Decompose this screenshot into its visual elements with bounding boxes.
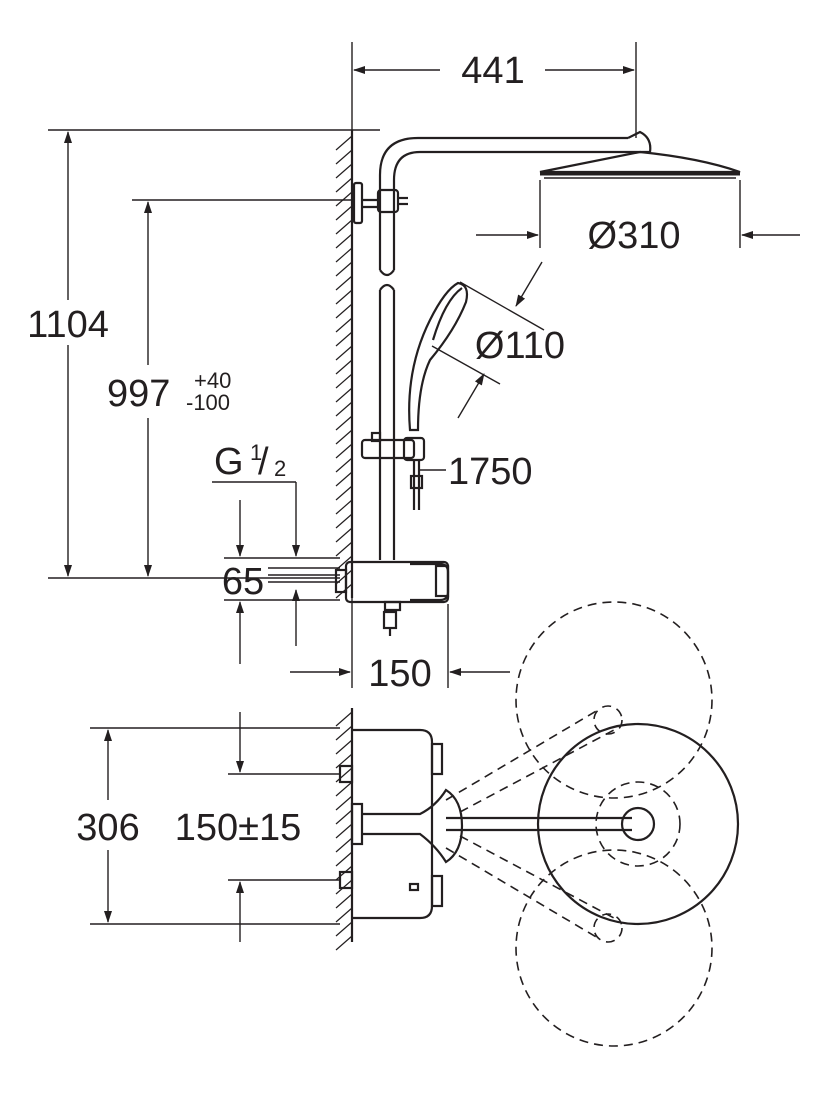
- wall-hatch-line: [335, 303, 353, 319]
- wall-hatch-line: [335, 893, 353, 909]
- thread-g-label: G: [214, 441, 244, 483]
- dim-150-15-label: 150±15: [175, 807, 302, 849]
- dim-997-label: 997: [107, 373, 170, 415]
- wall-hatch-line: [335, 767, 353, 783]
- thread-den: 2: [274, 456, 286, 481]
- dim-1104-label: 1104: [27, 304, 109, 346]
- dimension-997: 997 +40 -100: [107, 199, 352, 577]
- wall-hatch-line: [335, 739, 353, 755]
- wall-hatch-line: [335, 289, 353, 305]
- dim-110-label: Ø110: [475, 325, 565, 367]
- wall-hatch-line: [335, 415, 353, 431]
- wall-hatch-line: [335, 401, 353, 417]
- wall-plan: [335, 708, 354, 951]
- dimension-1104: 1104: [27, 129, 380, 579]
- wall-hatch-line: [335, 907, 353, 923]
- dim-306-label: 306: [76, 807, 139, 849]
- wall-hatch-line: [335, 233, 353, 249]
- dimension-1750: 1750: [420, 451, 533, 493]
- wall-elevation: [335, 130, 354, 599]
- dimension-441: 441: [351, 42, 637, 138]
- arm-plan: [446, 722, 740, 926]
- hand-shower: [408, 281, 469, 510]
- wall-hatch-line: [335, 921, 353, 937]
- wall-hatch-line: [335, 177, 353, 193]
- dim-997-tol-minus: -100: [186, 390, 230, 415]
- wall-hatch-line: [335, 135, 353, 151]
- wall-hatch-line: [335, 541, 353, 557]
- wall-hatch-line: [335, 191, 353, 207]
- wall-hatch-line: [335, 809, 353, 825]
- wall-hatch-line: [335, 275, 353, 291]
- wall-hatch-line: [335, 331, 353, 347]
- dimension-150-elevation: 150: [290, 598, 510, 695]
- wall-hatch-line: [335, 219, 353, 235]
- wall-hatch-line: [335, 471, 353, 487]
- wall-hatch-line: [335, 725, 353, 741]
- thermostat-elevation: [334, 560, 450, 636]
- wall-hatch-line: [335, 851, 353, 867]
- wall-hatch-line: [335, 753, 353, 769]
- wall-hatch-line: [335, 205, 353, 221]
- wall-hatch-line: [335, 457, 353, 473]
- wall-hatch-line: [335, 711, 353, 727]
- wall-hatch-line: [335, 387, 353, 403]
- wall-hatch-line: [335, 149, 353, 165]
- wall-hatch-line: [335, 443, 353, 459]
- dim-150-label: 150: [368, 653, 431, 695]
- dimension-65: 65: [222, 500, 340, 664]
- thread-num: 1: [250, 440, 262, 465]
- wall-hatch-line: [335, 837, 353, 853]
- dim-65-label: 65: [222, 561, 264, 603]
- dimension-306: 306: [76, 727, 340, 925]
- wall-hatch-line: [335, 485, 353, 501]
- dim-441-label: 441: [461, 50, 524, 92]
- wall-hatch-line: [335, 373, 353, 389]
- swivel-range: [445, 601, 713, 1047]
- dim-310-label: Ø310: [588, 215, 681, 257]
- wall-hatch-line: [335, 345, 353, 361]
- dimension-150-15: 150±15: [175, 712, 340, 942]
- wall-hatch-line: [335, 513, 353, 529]
- thermostat-plan: [338, 728, 464, 920]
- wall-hatch-line: [335, 359, 353, 375]
- wall-hatch-line: [335, 429, 353, 445]
- dimension-thread: G 1 / 2: [212, 440, 300, 557]
- wall-hatch-line: [335, 261, 353, 277]
- dim-997-tol-plus: +40: [194, 368, 231, 393]
- wall-hatch-line: [335, 499, 353, 515]
- dim-1750-label: 1750: [448, 451, 533, 493]
- wall-hatch-line: [335, 317, 353, 333]
- thread-slash: /: [258, 441, 269, 483]
- wall-hatch-line: [335, 935, 353, 951]
- dimension-110: Ø110: [431, 261, 565, 419]
- wall-hatch-line: [335, 823, 353, 839]
- wall-hatch-line: [335, 795, 353, 811]
- wall-hatch-line: [335, 527, 353, 543]
- wall-hatch-line: [335, 163, 353, 179]
- wall-hatch-line: [335, 247, 353, 263]
- dimension-310: Ø310: [476, 180, 800, 257]
- wall-hatch-line: [335, 781, 353, 797]
- overhead-shower-head: [539, 130, 741, 179]
